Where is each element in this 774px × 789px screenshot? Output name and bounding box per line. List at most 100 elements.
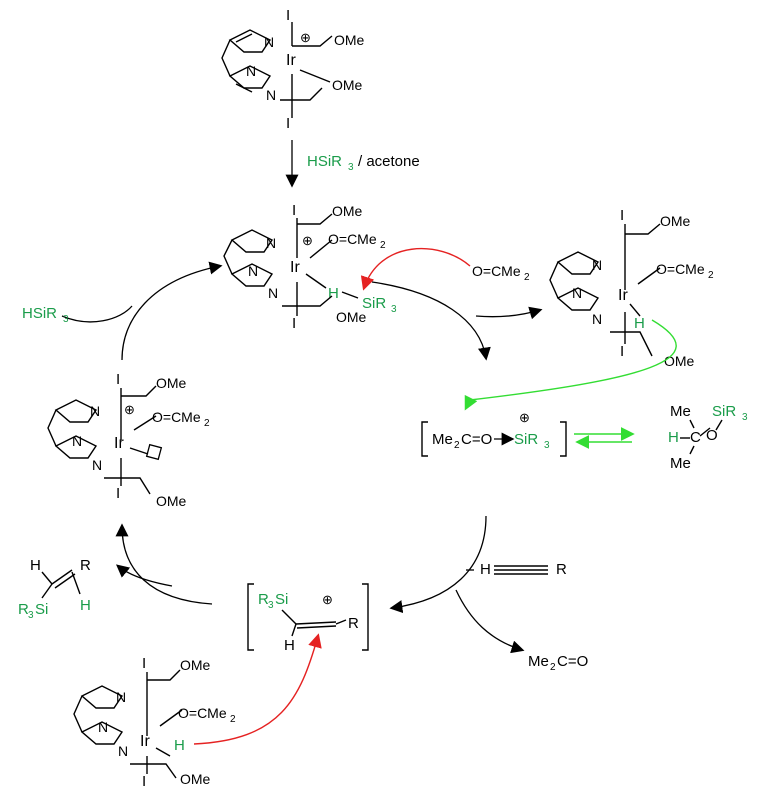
svg-text:N: N	[266, 235, 276, 251]
svg-text:R: R	[258, 591, 269, 608]
svg-text:OMe: OMe	[332, 203, 363, 219]
svg-text:⊕: ⊕	[302, 233, 313, 248]
svg-text:Me: Me	[670, 455, 691, 472]
svg-text:3: 3	[391, 304, 397, 315]
svg-text:O=CMe: O=CMe	[152, 409, 201, 425]
svg-text:C: C	[690, 429, 701, 446]
svg-text:I: I	[292, 202, 296, 219]
svg-text:2: 2	[380, 240, 386, 251]
svg-text:I: I	[620, 343, 624, 360]
svg-text:N: N	[572, 285, 582, 301]
svg-text:⊕: ⊕	[322, 592, 333, 607]
svg-text:N: N	[592, 257, 602, 273]
svg-text:N: N	[268, 285, 278, 301]
svg-text:2: 2	[550, 662, 556, 673]
svg-text:OMe: OMe	[336, 309, 367, 325]
svg-text:N: N	[90, 403, 100, 419]
svg-text:O=CMe: O=CMe	[472, 263, 521, 279]
svg-text:N: N	[592, 311, 602, 327]
ir-silane-complex: I N N N Ir ⊕ OMe O=CMe 2 H SiR 3 I OMe	[223, 202, 397, 332]
svg-text:SiR: SiR	[712, 403, 736, 420]
precatalyst-complex: I N N N Ir I ⊕ OMe OMe	[221, 7, 365, 132]
svg-text:SiR: SiR	[514, 431, 538, 448]
svg-text:O=CMe: O=CMe	[178, 705, 227, 721]
svg-text:Si: Si	[35, 601, 48, 618]
svg-text:I: I	[620, 207, 624, 224]
svg-text:N: N	[266, 87, 276, 103]
svg-text:H: H	[174, 737, 185, 754]
svg-text:O: O	[706, 427, 718, 444]
acetone-byproduct: Me 2 C=O	[528, 653, 588, 673]
svg-text:Ir: Ir	[618, 287, 628, 304]
svg-text:3: 3	[28, 610, 34, 621]
reagent-hsir3-left: HSiR 3	[22, 305, 69, 325]
svg-text:2: 2	[204, 418, 210, 429]
svg-text:OMe: OMe	[180, 657, 211, 673]
svg-text:/ acetone: / acetone	[358, 153, 420, 170]
svg-text:OMe: OMe	[156, 493, 187, 509]
svg-text:I: I	[142, 773, 146, 789]
svg-text:Ir: Ir	[290, 259, 300, 276]
svg-text:N: N	[264, 34, 274, 50]
svg-text:Me: Me	[528, 653, 549, 670]
svg-text:3: 3	[268, 600, 274, 611]
silyl-ether-product: Me SiR 3 H C O Me	[668, 403, 748, 472]
svg-text:I: I	[116, 485, 120, 502]
svg-text:N: N	[248, 263, 258, 279]
svg-text:N: N	[98, 719, 108, 735]
svg-text:I: I	[286, 115, 290, 132]
svg-text:Ir: Ir	[114, 435, 124, 452]
svg-text:H: H	[30, 557, 41, 574]
free-acetone: O=CMe 2	[472, 263, 530, 283]
svg-text:N: N	[72, 433, 82, 449]
alkyne-reagent: H R	[480, 561, 567, 578]
svg-text:H: H	[328, 285, 339, 302]
svg-text:I: I	[292, 315, 296, 332]
ir-vacant-complex-left: I N N N Ir ⊕ OMe O=CMe 2 I OMe	[47, 371, 210, 509]
svg-text:H: H	[80, 597, 91, 614]
vinylsilane-product: H R R 3 Si H	[18, 557, 91, 621]
svg-text:OMe: OMe	[156, 375, 187, 391]
svg-text:⊕: ⊕	[300, 30, 311, 45]
vinyl-cation-bracket: R 3 Si R H ⊕	[247, 583, 369, 654]
svg-text:R: R	[18, 601, 29, 618]
svg-text:O=CMe: O=CMe	[328, 231, 377, 247]
silylated-acetone-bracket: Me 2 C=O SiR 3 ⊕	[421, 410, 567, 457]
svg-text:HSiR: HSiR	[22, 305, 57, 322]
svg-text:Me: Me	[432, 431, 453, 448]
svg-text:N: N	[116, 689, 126, 705]
svg-text:R: R	[556, 561, 567, 578]
svg-text:I: I	[116, 371, 120, 388]
svg-text:2: 2	[708, 270, 714, 281]
svg-text:O=CMe: O=CMe	[656, 261, 705, 277]
ir-hydride-complex-right: I N N N Ir OMe O=CMe 2 H I OMe	[549, 207, 714, 369]
svg-text:⊕: ⊕	[124, 402, 135, 417]
reagent-hsir3-acetone: HSiR 3 / acetone	[307, 153, 420, 173]
svg-text:OMe: OMe	[332, 77, 363, 93]
svg-text:N: N	[246, 63, 256, 79]
svg-text:H: H	[284, 637, 295, 654]
svg-text:Ir: Ir	[140, 733, 150, 750]
svg-text:N: N	[92, 457, 102, 473]
svg-text:Ir: Ir	[286, 52, 296, 69]
svg-text:C=O: C=O	[557, 653, 588, 670]
svg-text:C=O: C=O	[461, 431, 492, 448]
svg-text:3: 3	[544, 440, 550, 451]
svg-text:H: H	[634, 315, 645, 332]
svg-text:H: H	[480, 561, 491, 578]
svg-text:3: 3	[63, 314, 69, 325]
svg-text:3: 3	[348, 162, 354, 173]
ir-hydride-complex-bottom: I N N N Ir OMe O=CMe 2 H I OMe	[73, 655, 236, 789]
svg-text:H: H	[668, 429, 679, 446]
svg-text:OMe: OMe	[660, 213, 691, 229]
svg-text:OMe: OMe	[180, 771, 211, 787]
svg-text:Me: Me	[670, 403, 691, 420]
svg-text:SiR: SiR	[362, 295, 386, 312]
svg-text:R: R	[80, 557, 91, 574]
svg-text:OMe: OMe	[334, 32, 365, 48]
svg-text:2: 2	[230, 714, 236, 725]
svg-text:R: R	[348, 615, 359, 632]
svg-text:3: 3	[742, 412, 748, 423]
svg-text:I: I	[142, 655, 146, 672]
